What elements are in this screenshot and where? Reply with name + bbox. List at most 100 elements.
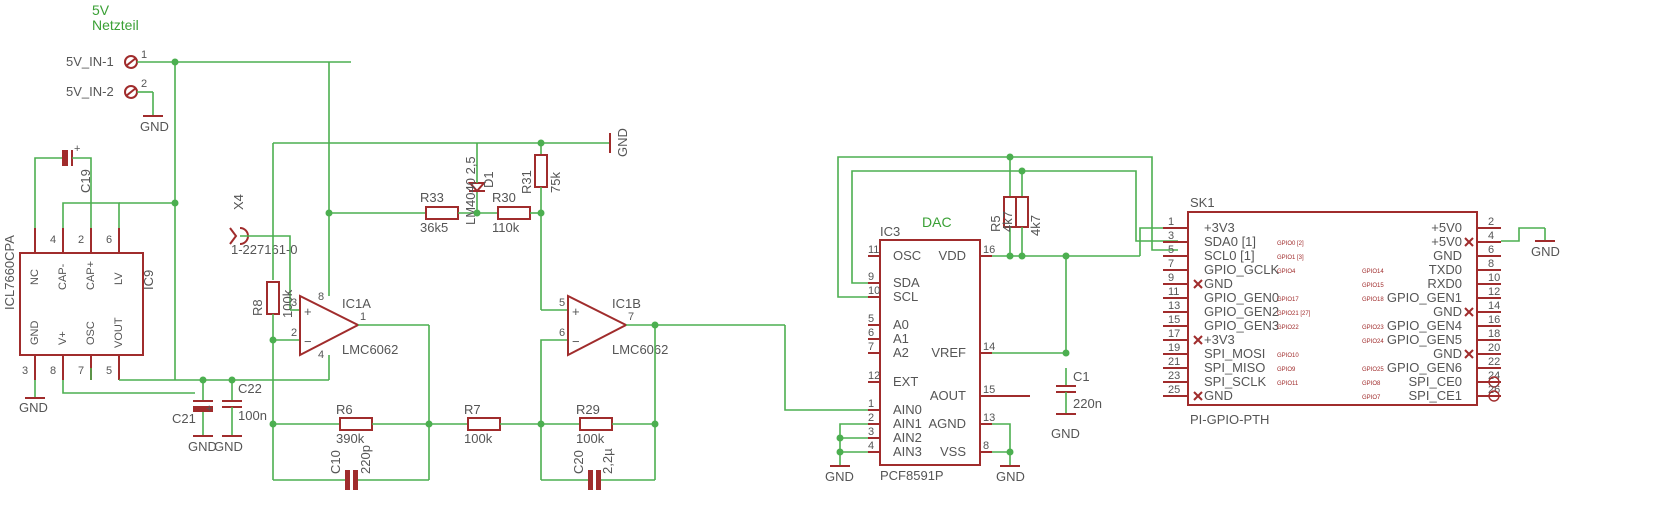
ic3-ref: IC3 bbox=[880, 224, 900, 239]
junction-dot bbox=[1006, 153, 1014, 161]
no-connect-icon bbox=[1193, 335, 1203, 345]
supply-subtitle: Netzteil bbox=[92, 17, 139, 33]
sk1-gpio-label: GPIO14 bbox=[1362, 269, 1384, 275]
r6-value: 390k bbox=[336, 431, 365, 446]
sk1-pin-label: SPI_CE0 bbox=[1409, 374, 1462, 389]
sk1-gpio-label: GPIO21 [27] bbox=[1277, 311, 1311, 317]
ic3-pin-label: AGND bbox=[928, 416, 966, 431]
sk1-pin-label: GND bbox=[1204, 388, 1233, 403]
opamp-ic1b-icon bbox=[567, 294, 629, 357]
junction-dot bbox=[1006, 448, 1014, 456]
c20-ref: C20 bbox=[571, 450, 586, 474]
gnd-label: GND bbox=[996, 469, 1025, 484]
resistor-r6 bbox=[339, 417, 373, 431]
ic9-pin-num: 7 bbox=[78, 365, 84, 377]
ic9-pin-num: 5 bbox=[106, 365, 112, 377]
ic3-pin-label: VDD bbox=[939, 248, 966, 263]
gnd-label: GND bbox=[140, 119, 169, 134]
gnd-label: GND bbox=[1531, 244, 1560, 259]
resistor-r33 bbox=[425, 206, 459, 220]
junction-dot bbox=[836, 434, 844, 442]
junction-dot bbox=[1018, 252, 1026, 260]
plus-sign: + bbox=[304, 304, 312, 319]
sk1-pin-label: GPIO_GCLK bbox=[1204, 262, 1279, 277]
ic3-pin-label: AOUT bbox=[930, 388, 966, 403]
opamp-ic1b-section: + − IC1B LMC6062 5 6 7 bbox=[540, 294, 870, 480]
ic3-pin-label: OSC bbox=[893, 248, 921, 263]
r30-value: 110k bbox=[492, 220, 520, 235]
sk1-pin-num: 8 bbox=[1488, 258, 1494, 270]
plus-sign: + bbox=[74, 143, 80, 155]
ic3-pin-num: 10 bbox=[868, 285, 880, 297]
r8-value: 100k bbox=[280, 289, 295, 318]
junction-dot bbox=[269, 420, 277, 428]
r29-value: 100k bbox=[576, 431, 605, 446]
ic1a-part: LMC6062 bbox=[342, 342, 398, 357]
supply-pin1-label: 5V_IN-1 bbox=[66, 54, 114, 69]
junction-dot bbox=[228, 376, 236, 384]
ic9-pin-num: 4 bbox=[50, 234, 56, 246]
junction-dot bbox=[537, 139, 545, 147]
resistor-r29 bbox=[579, 417, 613, 431]
sk1-pin-label: SPI_MISO bbox=[1204, 360, 1265, 375]
sk1-gpio-label: GPIO11 bbox=[1277, 381, 1299, 387]
minus-sign: − bbox=[304, 334, 312, 349]
junctions bbox=[171, 58, 1070, 456]
plus-sign: + bbox=[206, 403, 212, 415]
ic9-pin-label: GND bbox=[29, 321, 41, 346]
r33-ref: R33 bbox=[420, 190, 444, 205]
sk1-pin-label: SPI_SCLK bbox=[1204, 374, 1266, 389]
sk1-pin-num: 11 bbox=[1168, 286, 1179, 298]
r7-value: 100k bbox=[464, 431, 493, 446]
dac-label: DAC bbox=[922, 214, 952, 230]
sk1-gpio-label: GPIO9 bbox=[1277, 367, 1296, 373]
sk1-gpio-label: GPIO18 bbox=[1362, 297, 1384, 303]
supply-title: 5V bbox=[92, 2, 110, 18]
junction-dot bbox=[325, 209, 333, 217]
ic9-part: ICL7660CPA bbox=[2, 235, 17, 310]
supply-pin1-num: 1 bbox=[141, 49, 147, 61]
sk1-pin-num: 9 bbox=[1168, 272, 1174, 284]
ic9-pin-num: 8 bbox=[50, 365, 56, 377]
gnd-label: GND bbox=[825, 469, 854, 484]
c19-label: C19 bbox=[78, 169, 93, 193]
ic3-pin-num: 1 bbox=[868, 398, 874, 410]
sk1-gpio-label: GPIO23 bbox=[1362, 325, 1384, 331]
ic3-pin-num: 6 bbox=[868, 327, 874, 339]
junction-dot bbox=[171, 199, 179, 207]
ic1a-ref: IC1A bbox=[342, 296, 371, 311]
sk1-gpio-label: GPIO22 bbox=[1277, 325, 1299, 331]
ic3-pin-num: 3 bbox=[868, 426, 874, 438]
sk1-pin-num: 17 bbox=[1168, 328, 1180, 340]
ic3-pin-num: 5 bbox=[868, 313, 874, 325]
ic3-pin-label: A2 bbox=[893, 345, 909, 360]
sk1-gpio-label: GPIO1 [3] bbox=[1277, 255, 1304, 261]
ic9-pin-label: CAP- bbox=[57, 263, 69, 290]
sk1-pin-num: 18 bbox=[1488, 328, 1500, 340]
capacitors-c21-c22: + C21 GND C22 100n GND bbox=[172, 380, 267, 454]
junction-dot bbox=[1062, 349, 1070, 357]
sk1-pin-label: +3V3 bbox=[1204, 332, 1235, 347]
ic3-pin-label: AIN3 bbox=[893, 444, 922, 459]
c22-value: 100n bbox=[238, 408, 267, 423]
sk1-gpio-label: GPIO0 [2] bbox=[1277, 241, 1304, 247]
reference-stage: R33 36k5 LM4040 2,5 D1 R30 110k R31 75k … bbox=[329, 128, 630, 310]
ic3-pin-num: 14 bbox=[983, 341, 995, 353]
ic3-pin-num: 4 bbox=[868, 440, 874, 452]
junction-dot bbox=[537, 209, 545, 217]
ic9-pin-label: LV bbox=[113, 272, 125, 285]
sk1-gpio-label: GPIO15 bbox=[1362, 283, 1384, 289]
gnd-label: GND bbox=[19, 400, 48, 415]
sk1-pin-num: 23 bbox=[1168, 370, 1180, 382]
ic9-pin-num: 6 bbox=[106, 234, 112, 246]
ic3-pin-num: 2 bbox=[868, 412, 874, 424]
resistor-r8 bbox=[266, 281, 280, 315]
ic3-pin-label: AIN0 bbox=[893, 402, 922, 417]
supply-pin2-num: 2 bbox=[141, 78, 147, 90]
c22-label: C22 bbox=[238, 381, 262, 396]
r6-ref: R6 bbox=[336, 402, 353, 417]
resistor-r7 bbox=[467, 417, 501, 431]
ic3-pin-label: A1 bbox=[893, 331, 909, 346]
sk1-pin-label: +3V3 bbox=[1204, 220, 1235, 235]
